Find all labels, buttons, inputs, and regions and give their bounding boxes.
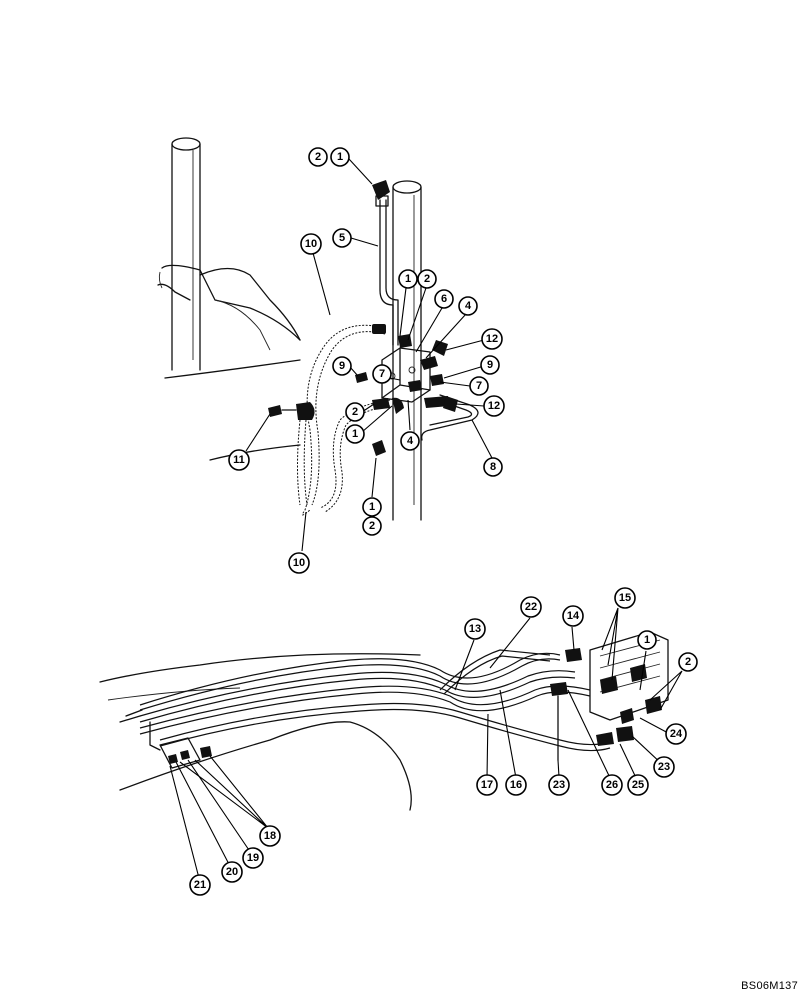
- lower-right-fittings: [550, 682, 634, 761]
- callout-u9: 12: [481, 328, 503, 350]
- callout-u14: 12: [483, 395, 505, 417]
- svg-text:1: 1: [644, 634, 650, 646]
- svg-text:1: 1: [337, 151, 343, 163]
- svg-text:20: 20: [226, 866, 238, 878]
- svg-text:23: 23: [553, 779, 565, 791]
- callout-u18: 8: [483, 457, 503, 477]
- callout-u16: 1: [345, 424, 365, 444]
- callout-l6: 2: [678, 652, 698, 672]
- upper-assembly: [157, 137, 493, 552]
- svg-text:1: 1: [369, 501, 375, 513]
- svg-text:25: 25: [632, 779, 644, 791]
- svg-text:4: 4: [407, 435, 414, 447]
- callout-l7: 24: [665, 723, 687, 745]
- callout-u22: 10: [288, 552, 310, 574]
- boom-structure: [157, 264, 301, 461]
- svg-text:18: 18: [264, 830, 276, 842]
- callout-l12: 16: [505, 774, 527, 796]
- callout-u7: 6: [434, 289, 454, 309]
- callout-u21: 2: [362, 516, 382, 536]
- machine-body-outline: [99, 653, 421, 811]
- svg-text:9: 9: [487, 359, 493, 371]
- svg-text:15: 15: [619, 592, 631, 604]
- callout-l14: 18: [259, 825, 281, 847]
- svg-text:10: 10: [305, 238, 317, 250]
- lower-assembly: [99, 607, 683, 883]
- svg-text:7: 7: [379, 368, 385, 380]
- callout-u17: 4: [400, 431, 420, 451]
- callout-u15: 2: [345, 402, 365, 422]
- svg-text:9: 9: [339, 360, 345, 372]
- callout-l16: 20: [221, 861, 243, 883]
- callout-u3: 5: [332, 228, 352, 248]
- callout-u8: 4: [458, 296, 478, 316]
- callout-l10: 26: [601, 774, 623, 796]
- callout-u19: 11: [228, 449, 250, 471]
- svg-text:5: 5: [339, 232, 345, 244]
- control-valve-bank: [565, 631, 669, 724]
- svg-text:13: 13: [469, 623, 481, 635]
- callout-u2: 1: [330, 147, 350, 167]
- callout-l13: 17: [476, 774, 498, 796]
- svg-text:12: 12: [488, 400, 500, 412]
- left-post: [171, 137, 201, 371]
- svg-text:24: 24: [670, 728, 683, 740]
- callout-u4: 10: [300, 233, 322, 255]
- svg-text:2: 2: [424, 273, 430, 285]
- callout-u1: 2: [308, 147, 328, 167]
- svg-text:16: 16: [510, 779, 522, 791]
- svg-text:14: 14: [567, 610, 580, 622]
- svg-text:1: 1: [352, 428, 358, 440]
- callout-l8: 23: [653, 756, 675, 778]
- svg-text:4: 4: [465, 300, 472, 312]
- callout-l9: 25: [627, 774, 649, 796]
- callout-u13: 7: [469, 376, 489, 396]
- svg-text:22: 22: [525, 601, 537, 613]
- svg-text:8: 8: [490, 461, 496, 473]
- callout-l1: 13: [464, 618, 486, 640]
- svg-text:2: 2: [315, 151, 321, 163]
- callout-l2: 22: [520, 596, 542, 618]
- callout-l4: 15: [614, 587, 636, 609]
- svg-text:12: 12: [486, 333, 498, 345]
- callout-u6: 2: [417, 269, 437, 289]
- svg-text:1: 1: [405, 273, 411, 285]
- callout-u20: 1: [362, 497, 382, 517]
- svg-text:21: 21: [194, 879, 206, 891]
- callout-l11: 23: [548, 774, 570, 796]
- svg-text:2: 2: [369, 520, 375, 532]
- tube-5: [372, 180, 399, 346]
- svg-text:17: 17: [481, 779, 493, 791]
- svg-text:6: 6: [441, 293, 447, 305]
- upper-leaders: [245, 158, 493, 552]
- bulkhead-plate: [119, 709, 212, 769]
- callout-u11: 7: [372, 364, 392, 384]
- svg-text:10: 10: [293, 557, 305, 569]
- callout-l15: 19: [242, 847, 264, 869]
- svg-text:19: 19: [247, 852, 259, 864]
- callout-l5: 1: [637, 630, 657, 650]
- callout-u10: 9: [332, 356, 352, 376]
- hose-bundle: [139, 649, 611, 752]
- figure-reference-code: BS06M137: [741, 980, 798, 992]
- svg-text:7: 7: [476, 380, 482, 392]
- svg-text:11: 11: [233, 454, 245, 466]
- svg-text:23: 23: [658, 761, 670, 773]
- callout-l17: 21: [189, 874, 211, 896]
- svg-text:2: 2: [352, 406, 358, 418]
- svg-text:2: 2: [685, 656, 691, 668]
- svg-text:26: 26: [606, 779, 618, 791]
- callout-u12: 9: [480, 355, 500, 375]
- upper-fittings: [268, 334, 458, 456]
- callout-l3: 14: [562, 605, 584, 627]
- hose-10: [297, 324, 391, 516]
- callout-u5: 1: [398, 269, 418, 289]
